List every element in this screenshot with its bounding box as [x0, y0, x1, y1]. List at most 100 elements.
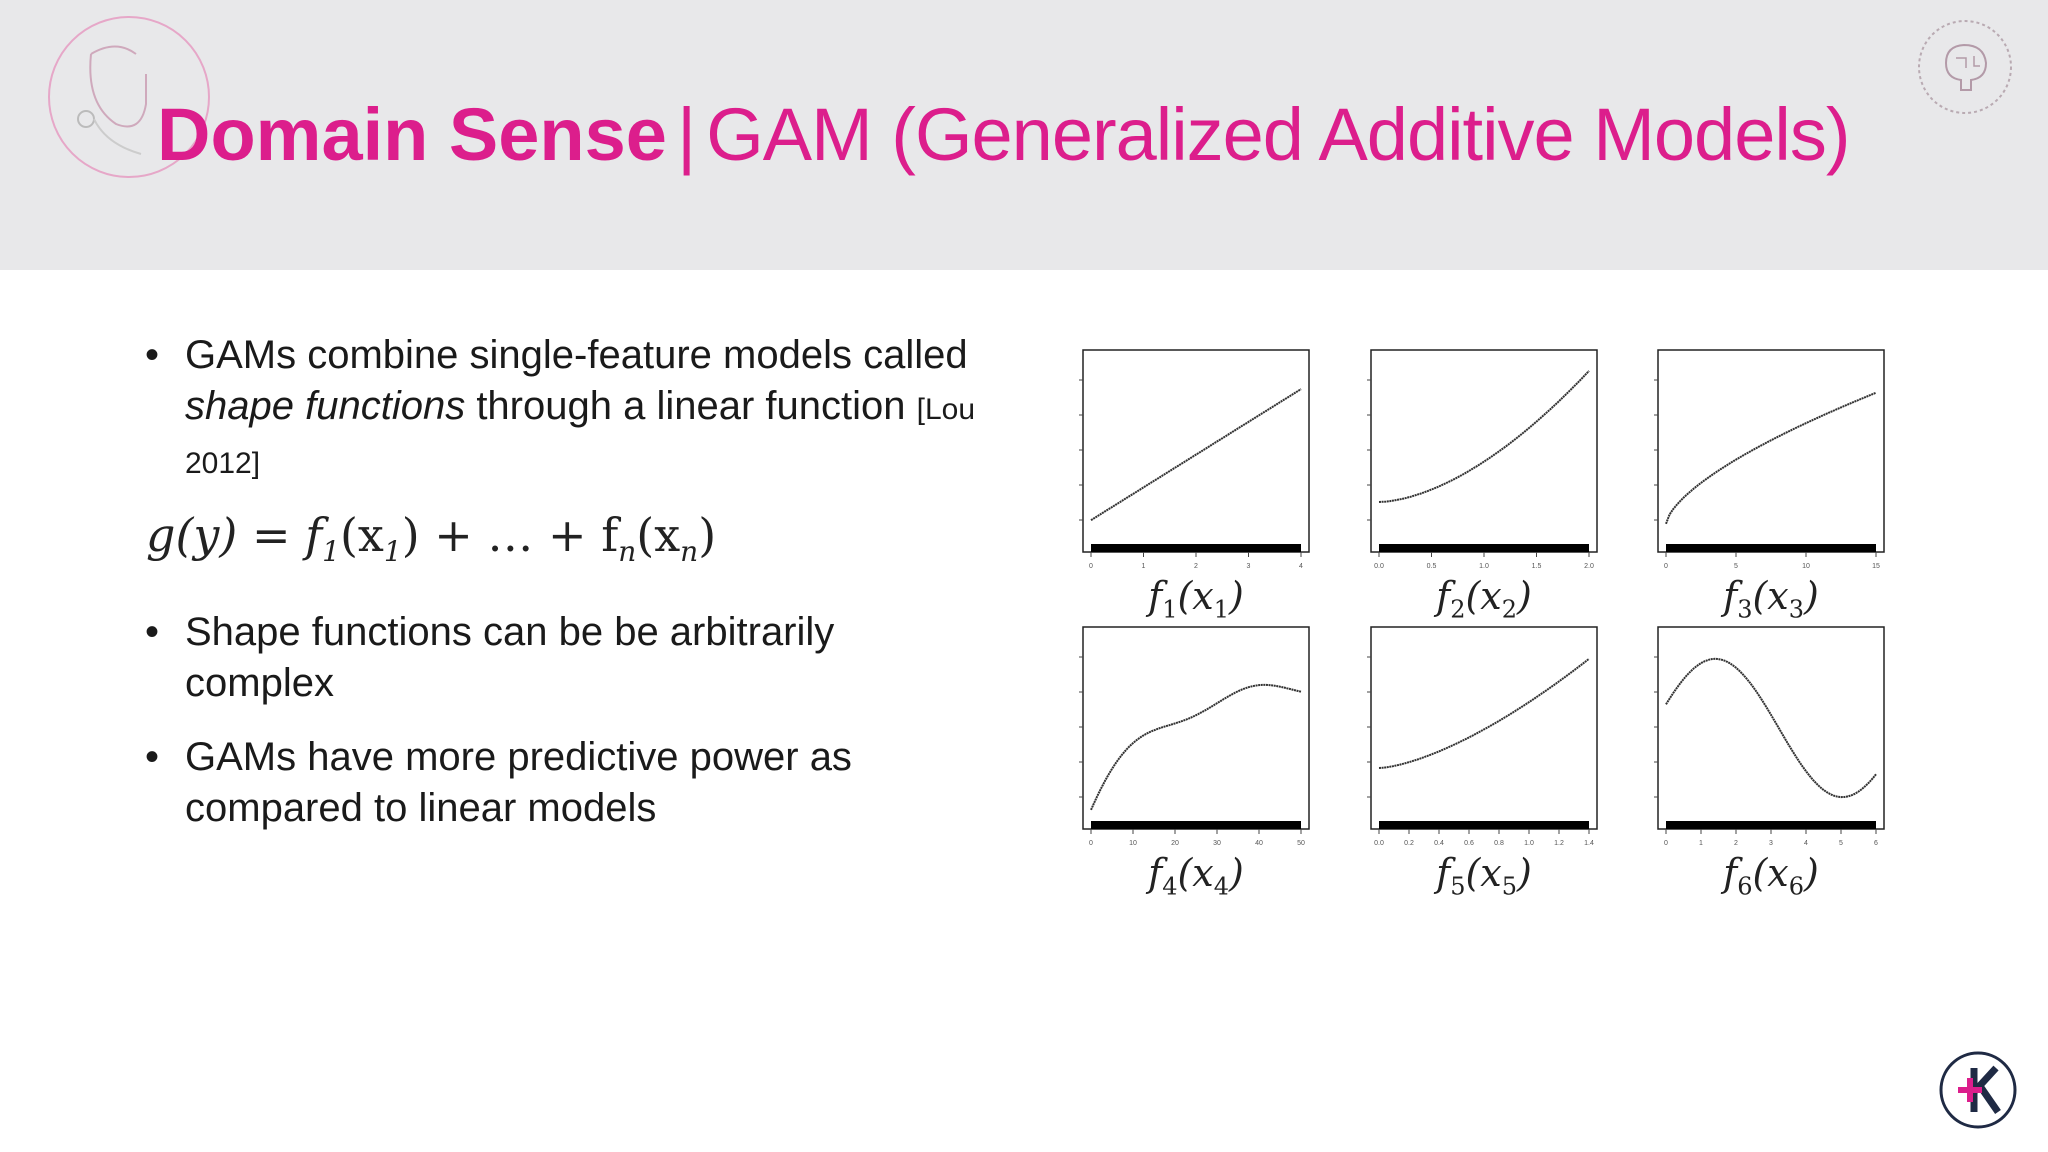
- bullet-italic: shape functions: [185, 384, 466, 428]
- x-tick-label: 1: [1142, 563, 1146, 570]
- plot-label-f6: f6(x6): [1671, 851, 1871, 901]
- x-tick-label: 0.0: [1374, 563, 1384, 570]
- x-tick-label: 0.8: [1494, 840, 1504, 847]
- fn-sub: 5: [1450, 872, 1466, 901]
- plot-frame: [1082, 626, 1310, 830]
- x-tick-label: 1: [1699, 840, 1703, 847]
- x-tick-label: 3: [1247, 563, 1251, 570]
- bullet-predictive-power: GAMs have more predictive power as compa…: [145, 732, 985, 834]
- citation: [Lou 2012]: [185, 393, 975, 480]
- x-tick-label: 2.0: [1584, 563, 1594, 570]
- fn-arg: (x: [1177, 851, 1214, 895]
- gam-equation: g(y) = f1(x1) + … + fn(xn): [146, 508, 716, 568]
- fn-sub: 3: [1788, 595, 1805, 624]
- fn-sub: 2: [1450, 595, 1466, 624]
- x-tick-label: 30: [1213, 840, 1221, 847]
- shape-function-curve: [1090, 683, 1302, 811]
- k-brand-logo-icon: [1939, 1051, 2017, 1129]
- plot-rug: [1379, 544, 1589, 552]
- eq-sub: 1: [322, 535, 340, 569]
- eq-sub: n: [618, 535, 637, 569]
- fn-arg: ): [1517, 851, 1532, 895]
- eq-sub: 1: [383, 535, 402, 569]
- x-tick-label: 1.2: [1554, 840, 1564, 847]
- plot-rug: [1379, 821, 1589, 829]
- fn-name: f: [1148, 851, 1163, 895]
- plot-frame: [1370, 349, 1598, 553]
- fn-sub: 6: [1788, 872, 1805, 901]
- eq-part: ) + … + f: [401, 508, 619, 562]
- shape-function-curve: [1665, 657, 1877, 799]
- x-tick-label: 3: [1769, 840, 1773, 847]
- x-tick-label: 2: [1194, 563, 1198, 570]
- fn-sub: 6: [1737, 872, 1753, 901]
- plot-label-f1: f1(x1): [1096, 574, 1296, 624]
- eq-part: g(y) = f: [146, 508, 323, 562]
- x-tick-label: 5: [1734, 563, 1738, 570]
- bullet-shape-functions: GAMs combine single-feature models calle…: [145, 330, 985, 489]
- x-tick-label: 1.5: [1532, 563, 1542, 570]
- shape-function-curve: [1378, 370, 1590, 503]
- fn-arg: (x: [1465, 851, 1502, 895]
- fn-arg: ): [1804, 851, 1819, 895]
- shape-function-curve: [1378, 658, 1590, 769]
- fn-sub: 4: [1213, 872, 1230, 901]
- plot-label-f5: f5(x5): [1384, 851, 1584, 901]
- fn-sub: 3: [1737, 595, 1753, 624]
- fn-arg: (x: [1752, 574, 1789, 618]
- fn-name: f: [1436, 851, 1451, 895]
- x-tick-label: 5: [1839, 840, 1843, 847]
- plot-rug: [1666, 544, 1876, 552]
- plot-frame: [1657, 626, 1885, 830]
- x-tick-label: 0: [1089, 563, 1093, 570]
- eq-part: (x: [636, 508, 681, 562]
- x-tick-label: 0.0: [1374, 840, 1384, 847]
- plot-label-f4: f4(x4): [1096, 851, 1296, 901]
- fn-name: f: [1148, 574, 1163, 618]
- shape-function-curve: [1090, 388, 1302, 522]
- x-tick-label: 0: [1089, 840, 1093, 847]
- x-tick-label: 10: [1129, 840, 1137, 847]
- plot-rug: [1666, 821, 1876, 829]
- x-tick-label: 15: [1872, 563, 1880, 570]
- fn-sub: 5: [1501, 872, 1518, 901]
- fn-sub: 1: [1213, 595, 1230, 624]
- plot-label-f2: f2(x2): [1384, 574, 1584, 624]
- plot-frame: [1657, 349, 1885, 553]
- fn-arg: (x: [1752, 851, 1789, 895]
- x-tick-label: 1.0: [1524, 840, 1534, 847]
- bullet-complexity: Shape functions can be be arbitrarily co…: [145, 607, 985, 709]
- x-tick-label: 4: [1299, 563, 1303, 570]
- fn-name: f: [1723, 574, 1738, 618]
- brain-circuit-logo-icon: [1918, 20, 2012, 114]
- fn-arg: ): [1517, 574, 1532, 618]
- x-tick-label: 0.5: [1427, 563, 1437, 570]
- x-tick-label: 0.4: [1434, 840, 1444, 847]
- plot-label-f3: f3(x3): [1671, 574, 1871, 624]
- header-band: [0, 0, 2048, 270]
- x-tick-label: 6: [1874, 840, 1878, 847]
- fn-arg: ): [1229, 851, 1244, 895]
- x-tick-label: 0.2: [1404, 840, 1414, 847]
- x-tick-label: 50: [1297, 840, 1305, 847]
- bullet-text: GAMs combine single-feature models calle…: [185, 333, 968, 377]
- fn-arg: ): [1804, 574, 1819, 618]
- page-title: Domain Sense|GAM (Generalized Additive M…: [157, 90, 1850, 180]
- eq-part: ): [698, 508, 717, 562]
- x-tick-label: 0.6: [1464, 840, 1474, 847]
- stethoscope-logo-icon: [48, 16, 210, 178]
- x-tick-label: 1.4: [1584, 840, 1594, 847]
- x-tick-label: 2: [1734, 840, 1738, 847]
- plot-rug: [1091, 821, 1301, 829]
- x-tick-label: 0: [1664, 840, 1668, 847]
- title-bold: Domain Sense: [157, 93, 667, 176]
- x-tick-label: 0: [1664, 563, 1668, 570]
- plot-rug: [1091, 544, 1301, 552]
- shape-function-curve: [1665, 391, 1877, 525]
- x-tick-label: 1.0: [1479, 563, 1489, 570]
- fn-sub: 4: [1162, 872, 1178, 901]
- fn-name: f: [1436, 574, 1451, 618]
- title-rest: GAM (Generalized Additive Models): [706, 93, 1850, 176]
- x-tick-label: 20: [1171, 840, 1179, 847]
- fn-arg: (x: [1465, 574, 1502, 618]
